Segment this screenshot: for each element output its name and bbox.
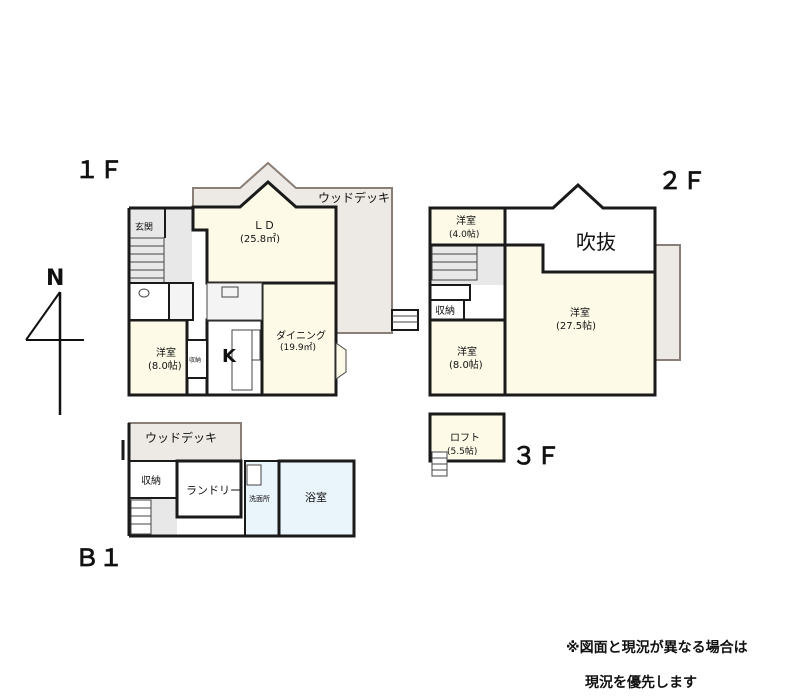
b1-bath-label: 浴室 [305,490,327,504]
1f-ld-label: ＬＤ [253,219,275,232]
1f-storage-label: 収納 [189,356,201,364]
1f-western-size: (8.0帖) [148,359,182,372]
floor-label-1f: １Ｆ [75,156,123,184]
2f-western-small [428,206,507,247]
2f-w2-size: (27.5帖) [556,319,596,332]
b1-laundry-label: ランドリー [186,484,241,497]
2f-w1-label: 洋室 [456,214,476,227]
b1-laundry [175,459,243,519]
1f-western-label: 洋室 [156,346,176,359]
2f-atrium-label: 吹抜 [576,230,616,254]
1f-kitchen-label: K [222,346,237,367]
1f-western-room [127,318,189,397]
1f-dining-size: (19.9㎡) [280,342,316,353]
1f-dining-label: ダイニング [276,329,326,342]
1f-storage [186,339,208,379]
notice-line-2: 現況を優先します [585,674,697,691]
2f-w3-label: 洋室 [457,345,477,358]
1f-ld-size: (25.8㎡) [240,233,280,245]
3f-loft-label: ロフト [450,433,480,444]
notice-line-1: ※図面と現況が異なる場合は [566,639,748,656]
2f-w2-label: 洋室 [570,306,590,319]
b1-washroom-label: 洗面所 [249,494,270,503]
compass-label: N [46,266,64,291]
floor-1f-plan: 玄関 ＬＤ (25.8㎡) ウッドデッキ 洋室 (8.0帖) 収納 K ダイニン… [127,161,419,397]
b1-storage-label: 収納 [141,474,161,487]
1f-entrance-label: 玄関 [135,221,153,233]
floor-label-3f: ３Ｆ [512,442,560,470]
floor-b1-plan: ウッドデッキ 収納 ランドリー 洗面所 浴室 [121,422,356,538]
1f-deck-label: ウッドデッキ [318,190,390,205]
floor-label-2f: ２Ｆ [658,167,706,195]
1f-stairs [129,237,165,285]
b1-bath [277,459,356,538]
2f-w3-size: (8.0帖) [449,358,483,371]
2f-w1-size: (4.0帖) [449,228,479,240]
floor-3f-plan: ロフト (5.5帖) [428,412,506,477]
b1-storage [128,460,178,499]
floor-2f-plan: 洋室 (4.0帖) 吹抜 収納 洋室 (27.5帖) 洋室 (8.0帖) [428,182,681,397]
floor-label-b1: Ｂ１ [75,544,123,572]
2f-balcony [654,244,681,361]
3f-loft-size: (5.5帖) [447,445,477,457]
b1-deck-label: ウッドデッキ [145,430,217,445]
2f-western-8 [428,318,507,397]
2f-storage-label: 収納 [435,304,455,317]
north-arrow-icon: N [25,266,84,415]
